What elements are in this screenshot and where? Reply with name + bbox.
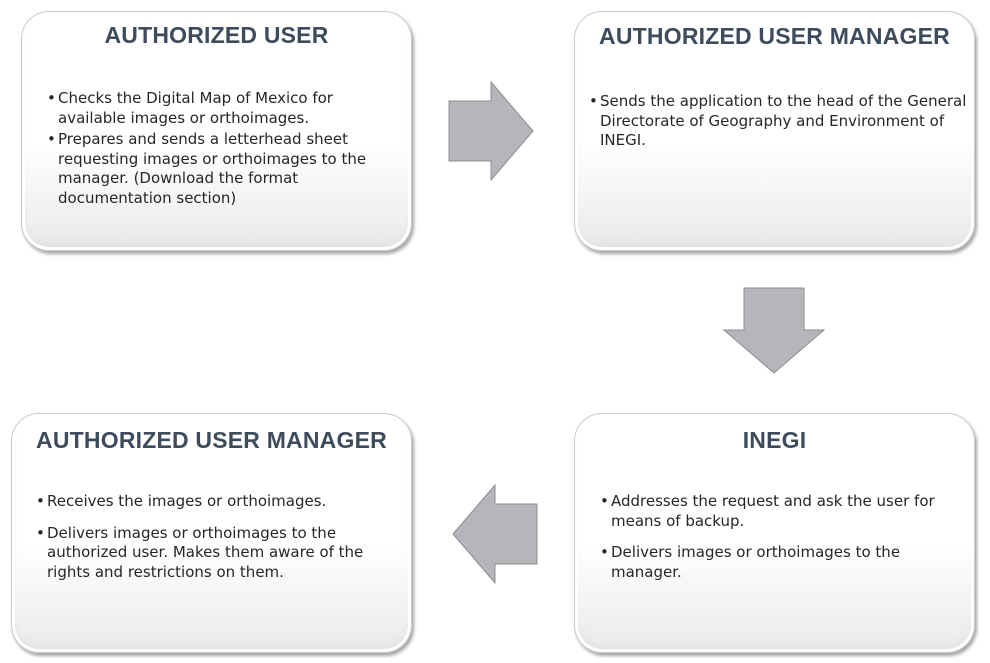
box-authorized-user-manager-bottom: AUTHORIZED USER MANAGER Receives the ima… xyxy=(11,413,412,653)
box-title: INEGI xyxy=(742,427,807,453)
arrow-right-icon xyxy=(448,80,534,182)
list-item: Addresses the request and ask the user f… xyxy=(600,492,970,531)
list-item: Delivers images or orthoimages to the ma… xyxy=(600,543,970,582)
box-title: AUTHORIZED USER MANAGER xyxy=(599,23,950,49)
list-item: Delivers images or orthoimages to the au… xyxy=(36,524,396,583)
list-item: Checks the Digital Map of Mexico for ava… xyxy=(47,89,402,128)
box-authorized-user-manager-top: AUTHORIZED USER MANAGER Sends the applic… xyxy=(574,11,975,251)
arrow-left-icon xyxy=(452,483,538,585)
box-title: AUTHORIZED USER xyxy=(104,22,329,48)
list-item: Receives the images or orthoimages. xyxy=(36,492,396,512)
arrow-down-icon xyxy=(722,287,826,374)
list-item: Sends the application to the head of the… xyxy=(589,92,967,151)
bullet-list: Sends the application to the head of the… xyxy=(589,92,967,151)
bullet-list: Checks the Digital Map of Mexico for ava… xyxy=(47,89,402,208)
list-item: Prepares and sends a letterhead sheet re… xyxy=(47,130,402,208)
box-title: AUTHORIZED USER MANAGER xyxy=(36,427,387,453)
bullet-list: Receives the images or orthoimages. Deli… xyxy=(36,492,396,582)
bullet-list: Addresses the request and ask the user f… xyxy=(600,492,970,582)
box-authorized-user: AUTHORIZED USER Checks the Digital Map o… xyxy=(21,11,412,251)
box-inegi: INEGI Addresses the request and ask the … xyxy=(574,413,975,653)
